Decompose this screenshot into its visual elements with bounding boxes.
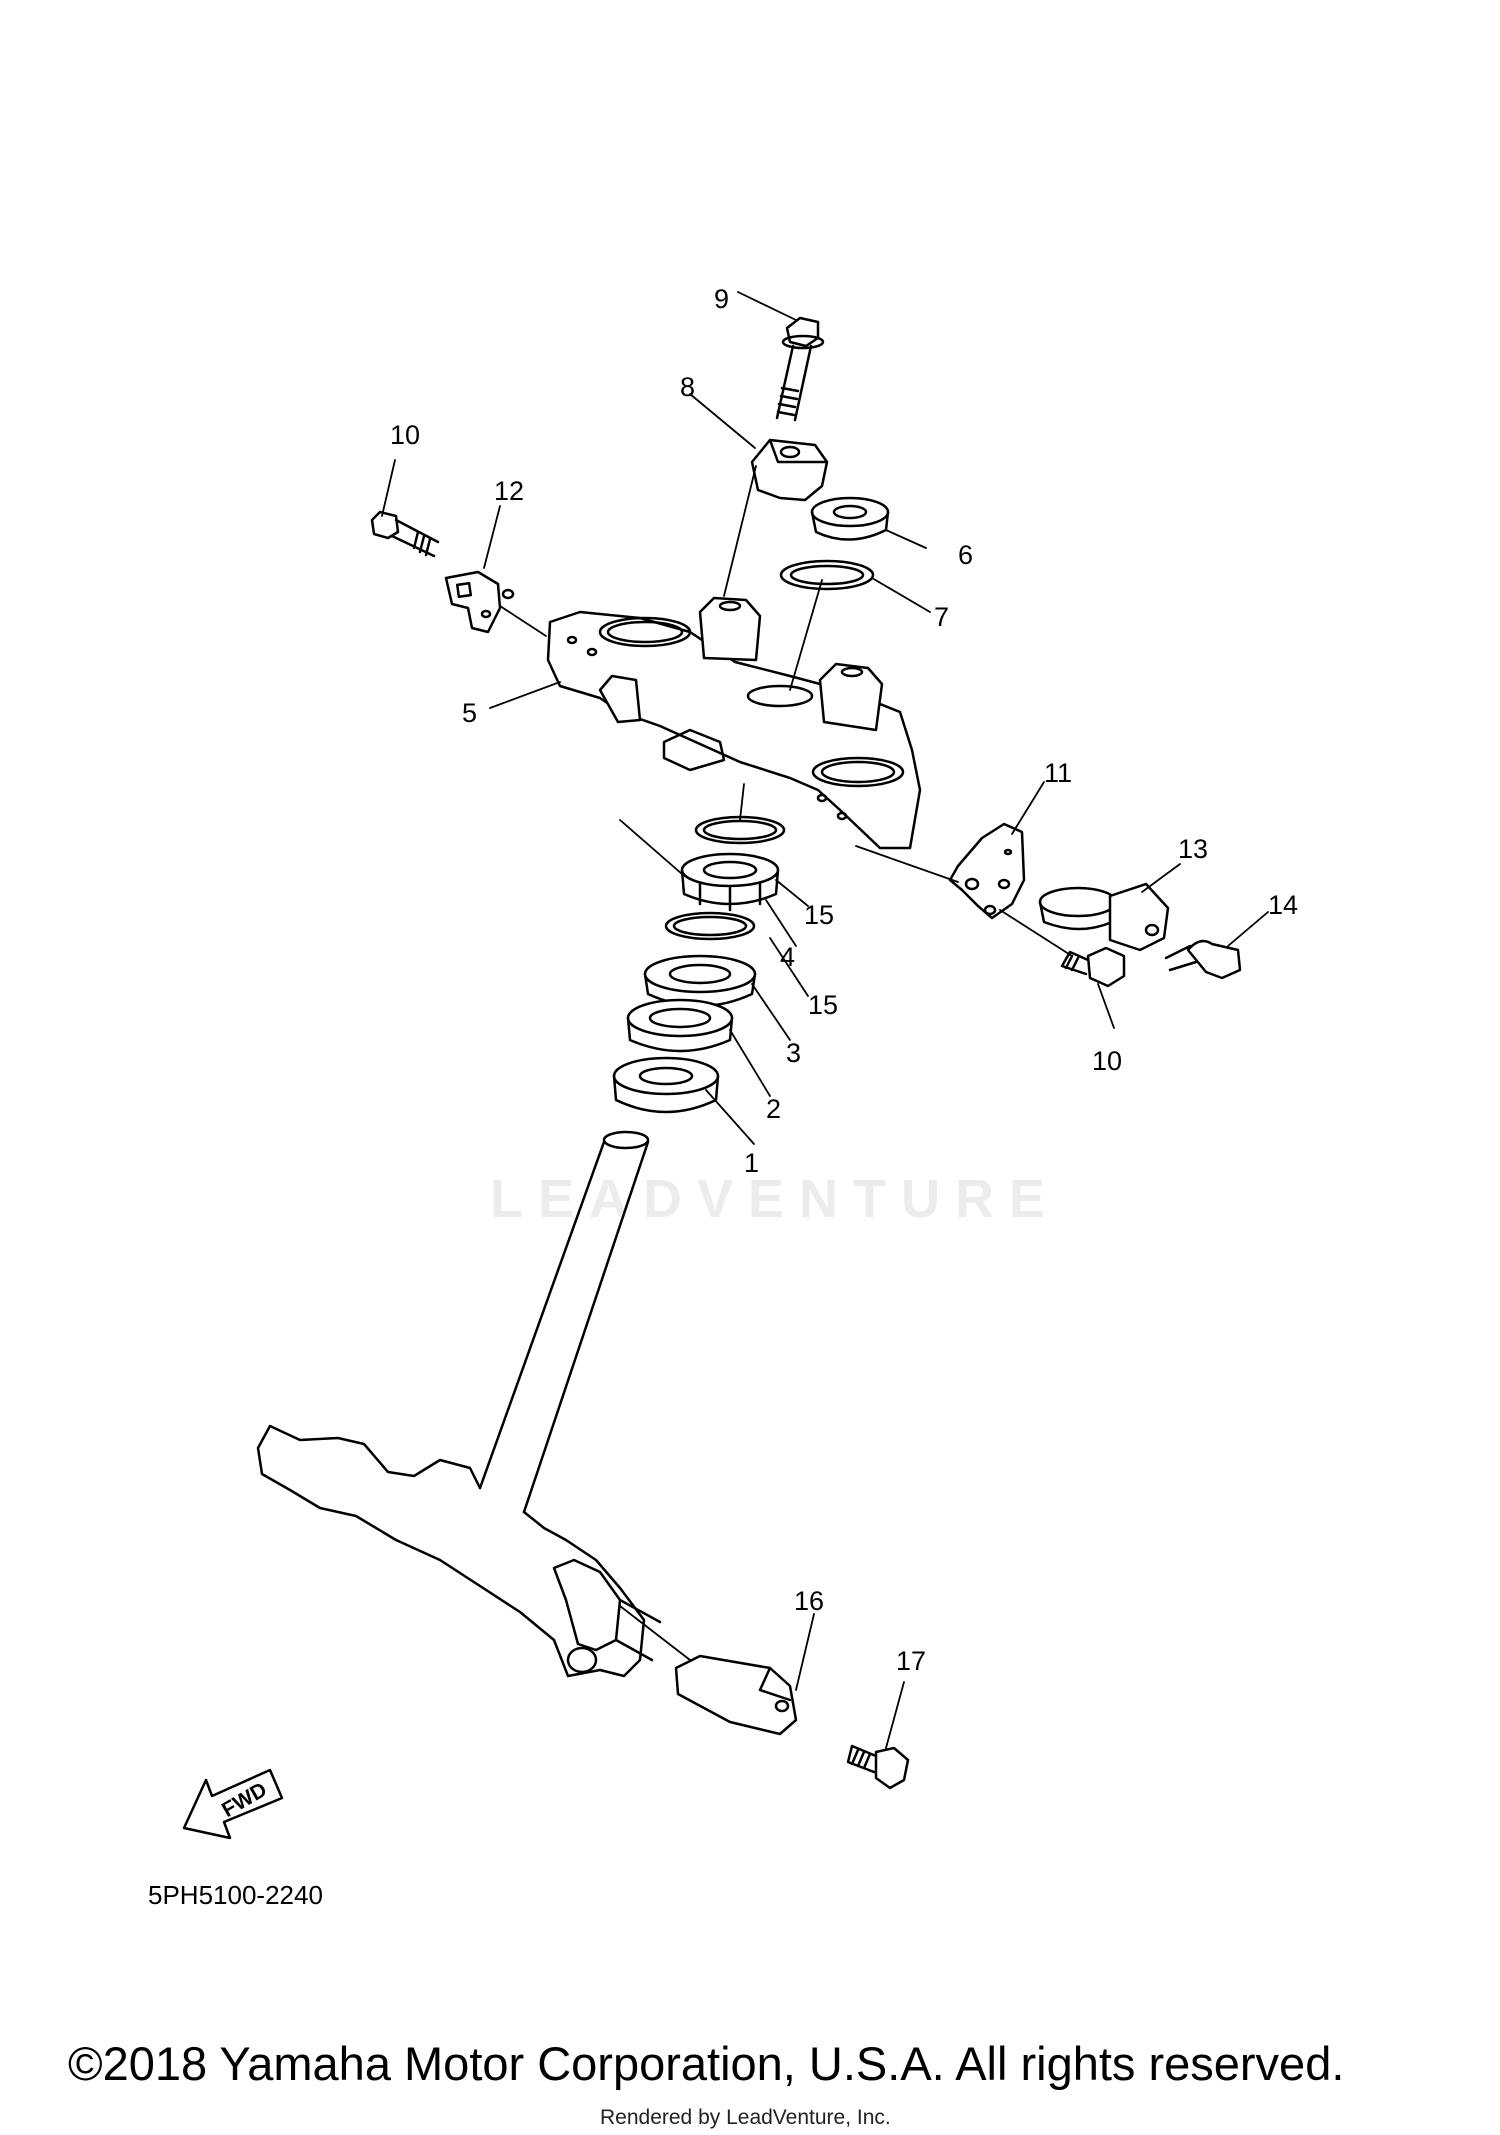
part-14-bolt	[1164, 939, 1242, 980]
part-5-upper-bracket	[546, 596, 922, 850]
part-2-bearing	[626, 998, 734, 1053]
callout-15-upper: 15	[804, 900, 835, 930]
callout-16: 16	[794, 1586, 825, 1616]
callout-1: 1	[744, 1148, 760, 1178]
callout-13: 13	[1178, 834, 1209, 864]
diagram-part-code: 5PH5100-2240	[148, 1880, 323, 1910]
part-3-cover	[643, 954, 757, 1008]
part-1-bearing	[612, 1056, 720, 1114]
part-10-bolt-left	[370, 510, 440, 558]
callout-3: 3	[786, 1038, 802, 1068]
callout-8: 8	[680, 372, 696, 402]
part-15-washer-lower	[664, 911, 756, 941]
copyright-notice: ©2018 Yamaha Motor Corporation, U.S.A. A…	[68, 2037, 1345, 2090]
callout-10-right: 10	[1092, 1046, 1123, 1076]
part-13-clamp	[1038, 882, 1170, 952]
callout-2: 2	[766, 1094, 782, 1124]
part-4-ring-nut	[680, 852, 780, 912]
fwd-arrow-icon	[182, 1768, 284, 1840]
callout-7: 7	[934, 602, 950, 632]
part-6-collar	[810, 496, 890, 541]
callout-5: 5	[462, 698, 478, 728]
part-11-bracket	[948, 822, 1026, 920]
callout-10-left: 10	[390, 420, 421, 450]
callout-4: 4	[780, 942, 796, 972]
callout-6: 6	[958, 540, 974, 570]
part-10-bolt-right	[1060, 946, 1126, 988]
part-16-clamp	[674, 1654, 798, 1736]
callout-11: 11	[1044, 758, 1073, 788]
part-8-clamp	[750, 438, 829, 502]
callout-17: 17	[896, 1646, 927, 1676]
part-17-bolt	[846, 1744, 910, 1790]
part-15-washer-upper	[694, 815, 786, 845]
leader-lines	[381, 291, 1269, 1749]
part-9-bolt	[775, 316, 825, 422]
callout-14: 14	[1268, 890, 1299, 920]
callout-15-lower: 15	[808, 990, 839, 1020]
rendered-by-notice: Rendered by LeadVenture, Inc.	[600, 2106, 891, 2130]
part-7-washer	[779, 559, 875, 591]
callout-12: 12	[494, 476, 525, 506]
part-12-bracket	[444, 570, 515, 634]
callout-9: 9	[714, 284, 730, 314]
steering-stem	[256, 1130, 662, 1678]
